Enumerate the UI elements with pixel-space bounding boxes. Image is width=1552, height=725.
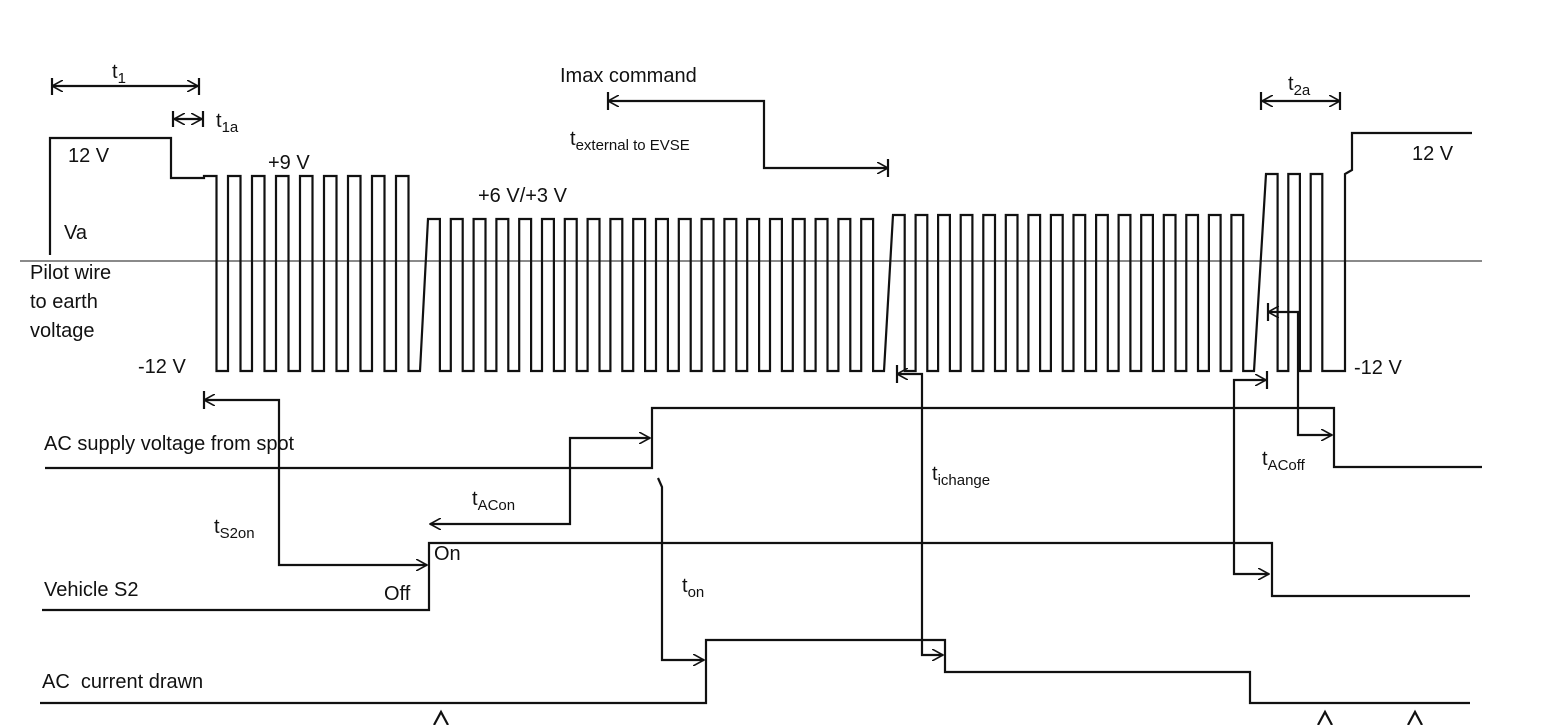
- t-acoff-label: tACoff: [1262, 448, 1306, 474]
- t-on-label: ton: [682, 575, 704, 601]
- bottom-arrow-right-a: [1317, 709, 1333, 725]
- voltage-12v-right: 12 V: [1412, 143, 1454, 165]
- t-s2on-label: tS2on: [214, 516, 255, 542]
- pilot-wire-label-1: Pilot wire: [30, 262, 111, 284]
- t-acon-label: tACon: [472, 488, 515, 514]
- t-acon-arrow: [430, 438, 650, 524]
- t-s2off-arrow: [1232, 380, 1269, 574]
- t2a-label: t2a: [1288, 73, 1311, 99]
- t-s2on-arrow: [204, 400, 427, 565]
- voltage-minus12v-right: -12 V: [1354, 357, 1402, 379]
- vehicle-s2-trace: [42, 541, 1470, 612]
- ac-current-trace: [40, 638, 1470, 705]
- voltage-plus9v: +9 V: [268, 152, 310, 174]
- timing-arrows: [50, 78, 1342, 660]
- t-ichange-arrow: [897, 374, 943, 655]
- pilot-wire-label-3: voltage: [30, 320, 95, 342]
- bottom-arrow-right-b: [1407, 709, 1423, 725]
- pilot-wire-label-2: to earth: [30, 291, 98, 313]
- s2-on-label: On: [434, 543, 461, 565]
- s2-off-label: Off: [384, 583, 411, 605]
- ac-current-label: AC current drawn: [42, 671, 203, 693]
- voltage-12v-left: 12 V: [68, 145, 110, 167]
- vehicle-s2-label: Vehicle S2: [44, 579, 139, 601]
- t-acoff-arrow: [1268, 312, 1332, 435]
- imax-command-label: Imax command: [560, 65, 697, 87]
- t-external-arrow: [608, 101, 888, 168]
- voltage-minus12v-left: -12 V: [138, 356, 186, 378]
- t-ichange-label: tichange: [932, 463, 990, 489]
- t1a-label: t1a: [216, 110, 239, 136]
- t-external-label: texternal to EVSE: [570, 128, 690, 154]
- pilot-square-wave: [48, 131, 1472, 373]
- t-on-arrow: [656, 477, 704, 660]
- bottom-arrow-left: [433, 709, 449, 725]
- voltage-plus6v-plus3v: +6 V/+3 V: [478, 185, 568, 207]
- pilot-wire-waveform: [48, 131, 1472, 373]
- voltage-va: Va: [64, 222, 88, 244]
- t1-label: t1: [112, 61, 126, 87]
- ac-supply-label: AC supply voltage from spot: [44, 433, 295, 455]
